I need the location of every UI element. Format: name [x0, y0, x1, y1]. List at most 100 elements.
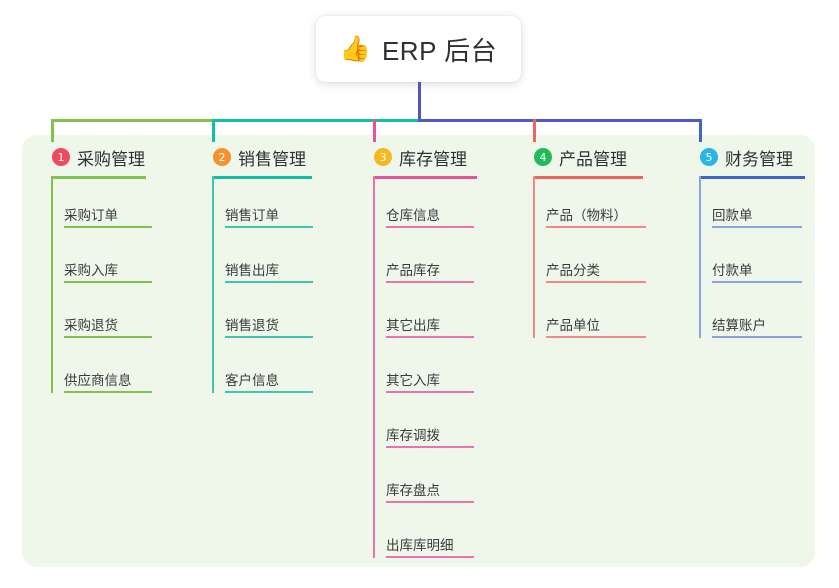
category-spine-5 — [699, 176, 701, 338]
leaf-node-label: 库存调拨 — [386, 428, 440, 443]
bus-segment-3 — [418, 119, 701, 122]
leaf-node[interactable]: 其它入库 — [386, 373, 474, 393]
leaf-node-label: 产品库存 — [386, 263, 440, 278]
leaf-node-label: 销售退货 — [225, 318, 279, 333]
category-header-4[interactable]: 4 产品管理 — [534, 146, 627, 169]
category-spine-4 — [533, 176, 535, 338]
leaf-node-label: 出库库明细 — [386, 538, 454, 553]
leaf-node-label: 客户信息 — [225, 373, 279, 388]
leaf-node-label: 回款单 — [712, 208, 753, 223]
leaf-node-underline — [712, 281, 802, 283]
leaf-node[interactable]: 产品（物料） — [546, 208, 646, 228]
leaf-node[interactable]: 客户信息 — [225, 373, 313, 393]
leaf-node-label: 库存盘点 — [386, 483, 440, 498]
leaf-node[interactable]: 产品单位 — [546, 318, 646, 338]
root-stem-connector — [417, 82, 421, 122]
category-spine-1 — [51, 176, 53, 393]
leaf-node-label: 产品（物料） — [546, 208, 627, 223]
leaf-node-label: 产品分类 — [546, 263, 600, 278]
leaf-node[interactable]: 结算账户 — [712, 318, 802, 338]
thumbs-up-icon: 👍 — [339, 34, 371, 63]
leaf-node-underline — [386, 391, 474, 393]
leaf-node-label: 其它出库 — [386, 318, 440, 333]
leaf-node-underline — [64, 226, 152, 228]
category-header-5[interactable]: 5 财务管理 — [700, 146, 793, 169]
leaf-node-label: 销售订单 — [225, 208, 279, 223]
category-underline-5 — [699, 176, 805, 179]
category-title: 销售管理 — [238, 149, 306, 169]
category-header-1[interactable]: 1 采购管理 — [52, 146, 145, 169]
leaf-node[interactable]: 出库库明细 — [386, 538, 474, 558]
leaf-node-label: 付款单 — [712, 263, 753, 278]
leaf-node[interactable]: 销售退货 — [225, 318, 313, 338]
leaf-node-label: 其它入库 — [386, 373, 440, 388]
drop-connector-5 — [698, 119, 702, 142]
drop-connector-1 — [50, 119, 54, 142]
category-number-badge: 3 — [374, 148, 392, 166]
leaf-node-label: 销售出库 — [225, 263, 279, 278]
category-underline-1 — [51, 176, 146, 179]
category-spine-2 — [212, 176, 214, 393]
bus-segment-1 — [51, 119, 213, 122]
category-column-4: 4 产品管理 — [534, 146, 627, 169]
leaf-node-underline — [225, 336, 313, 338]
drop-connector-4 — [532, 119, 536, 142]
category-title: 财务管理 — [725, 149, 793, 169]
leaf-node-underline — [546, 226, 646, 228]
leaf-node-underline — [546, 281, 646, 283]
leaf-node[interactable]: 库存盘点 — [386, 483, 474, 503]
leaf-node-label: 仓库信息 — [386, 208, 440, 223]
leaf-node-underline — [64, 281, 152, 283]
leaf-node-label: 产品单位 — [546, 318, 600, 333]
leaf-node-underline — [712, 226, 802, 228]
leaf-node[interactable]: 销售订单 — [225, 208, 313, 228]
leaf-node[interactable]: 采购退货 — [64, 318, 152, 338]
leaf-node[interactable]: 销售出库 — [225, 263, 313, 283]
leaf-node[interactable]: 回款单 — [712, 208, 802, 228]
leaf-node-underline — [64, 391, 152, 393]
leaf-node[interactable]: 付款单 — [712, 263, 802, 283]
leaf-node[interactable]: 库存调拨 — [386, 428, 474, 448]
leaf-node-underline — [386, 556, 474, 558]
category-underline-4 — [533, 176, 643, 179]
category-underline-2 — [212, 176, 312, 179]
leaf-node-underline — [386, 501, 474, 503]
leaf-node-underline — [386, 446, 474, 448]
category-underline-3 — [373, 176, 477, 179]
leaf-node-underline — [225, 226, 313, 228]
leaf-node-underline — [386, 226, 474, 228]
category-number-badge: 5 — [700, 148, 718, 166]
category-title: 采购管理 — [77, 149, 145, 169]
leaf-node-label: 结算账户 — [712, 318, 766, 333]
bus-segment-2 — [212, 119, 419, 122]
leaf-node-label: 采购退货 — [64, 318, 118, 333]
leaf-node[interactable]: 采购订单 — [64, 208, 152, 228]
category-column-1: 1 采购管理 — [52, 146, 145, 169]
leaf-node[interactable]: 其它出库 — [386, 318, 474, 338]
leaf-node[interactable]: 仓库信息 — [386, 208, 474, 228]
category-spine-3 — [373, 176, 375, 558]
leaf-node-label: 采购入库 — [64, 263, 118, 278]
leaf-node-underline — [64, 336, 152, 338]
leaf-node[interactable]: 供应商信息 — [64, 373, 152, 393]
leaf-node-underline — [225, 281, 313, 283]
category-number-badge: 4 — [534, 148, 552, 166]
drop-connector-3 — [372, 119, 376, 142]
category-title: 产品管理 — [559, 149, 627, 169]
leaf-node[interactable]: 产品库存 — [386, 263, 474, 283]
leaf-node-label: 采购订单 — [64, 208, 118, 223]
drop-connector-2 — [211, 119, 215, 142]
category-number-badge: 1 — [52, 148, 70, 166]
leaf-node-underline — [712, 336, 802, 338]
leaf-node-underline — [546, 336, 646, 338]
leaf-node[interactable]: 产品分类 — [546, 263, 646, 283]
category-column-5: 5 财务管理 — [700, 146, 793, 169]
root-node[interactable]: 👍 ERP 后台 — [316, 16, 521, 82]
leaf-node-underline — [386, 281, 474, 283]
leaf-node[interactable]: 采购入库 — [64, 263, 152, 283]
diagram-panel — [22, 135, 815, 567]
